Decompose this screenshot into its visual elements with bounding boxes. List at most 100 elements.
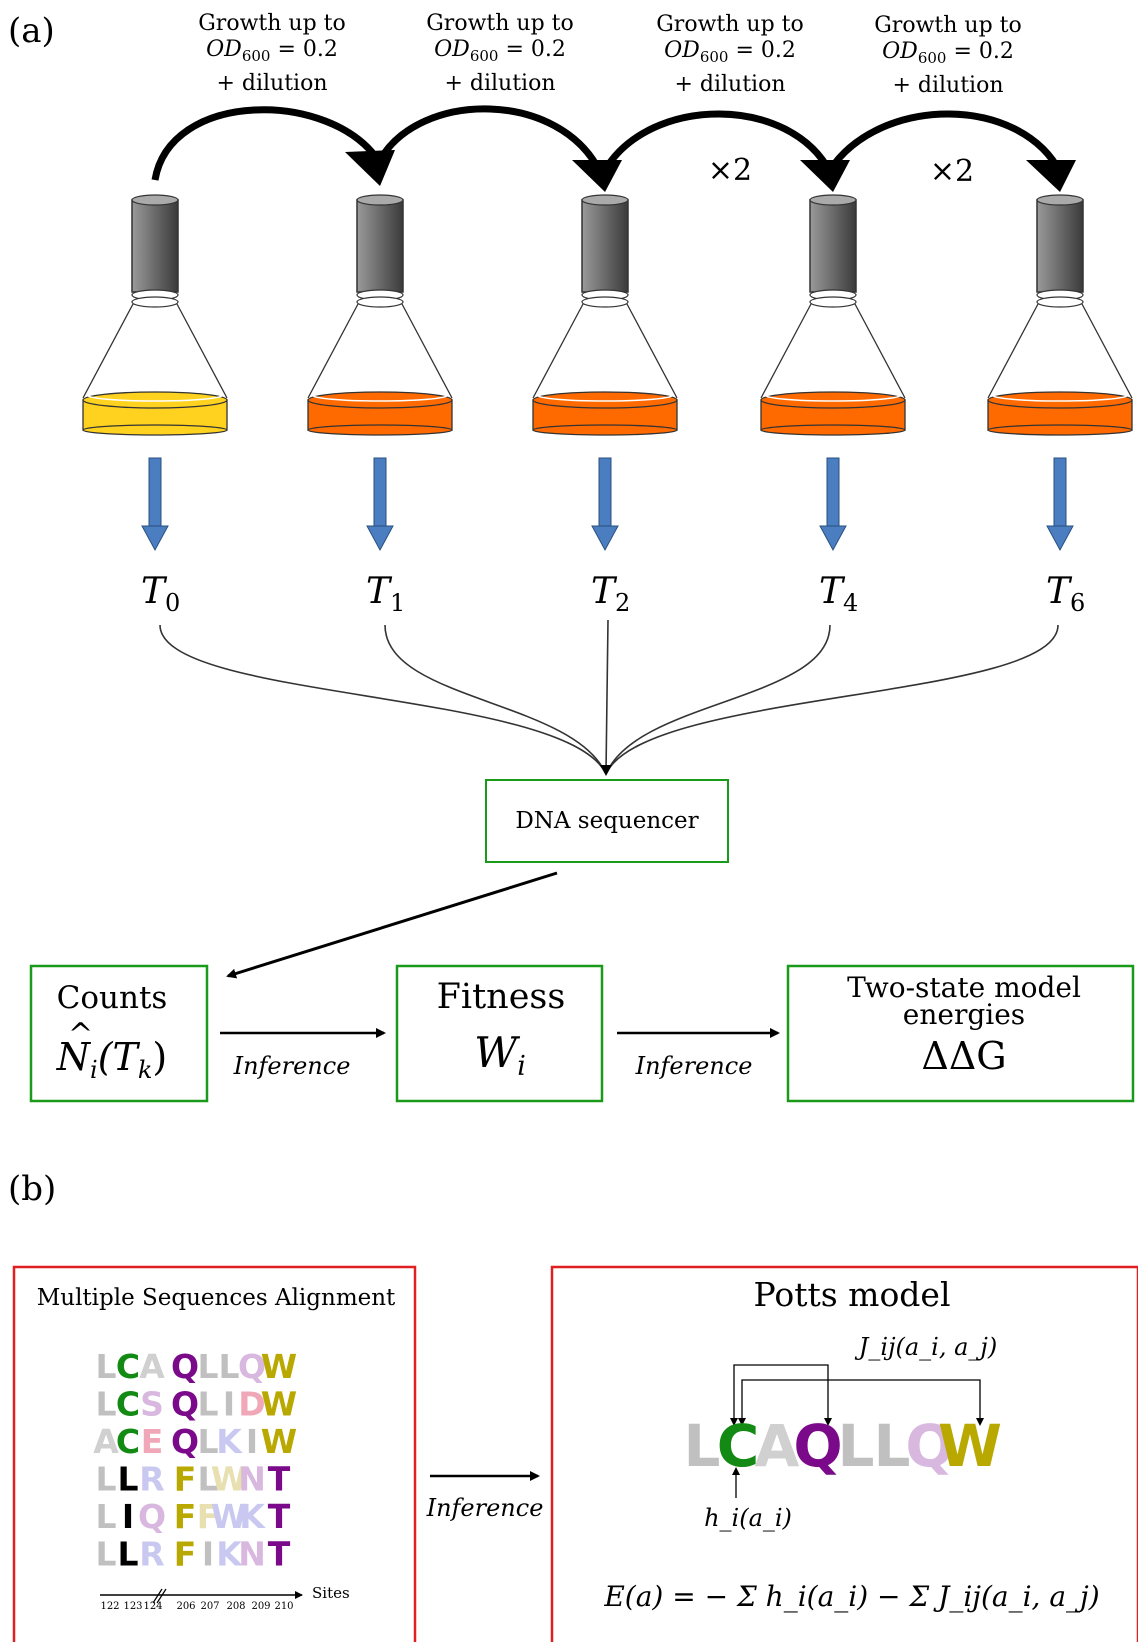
hat-icon: ^	[68, 1017, 93, 1052]
transfer-arrow-4	[827, 110, 1064, 174]
growth-step-1: Growth up to OD600 = 0.2 + dilution	[198, 11, 346, 96]
panel-a-label: (a)	[8, 11, 55, 51]
energies-formula: ΔΔG	[921, 1034, 1006, 1078]
msa-residue: L	[117, 1460, 138, 1499]
msa-residue: N	[238, 1535, 266, 1574]
msa-residue: F	[197, 1497, 220, 1536]
msa-residue: C	[116, 1385, 140, 1424]
potts-residue: W	[938, 1412, 1002, 1480]
bracket-arrowhead-icon	[738, 1418, 746, 1426]
potts-residue: L	[684, 1412, 721, 1480]
fitness-box	[395, 964, 604, 1103]
flask-icon	[760, 194, 906, 436]
converge-line-t0	[159, 624, 606, 773]
bracket-arrowhead-icon	[976, 1418, 984, 1426]
growth-step-line2: OD600 = 0.2	[664, 38, 796, 66]
site-tick: 209	[251, 1601, 270, 1612]
sampling-arrows	[141, 457, 1074, 552]
msa-title: Multiple Sequences Alignment	[37, 1285, 396, 1311]
msa-residue: W	[211, 1497, 247, 1536]
field-label: h_i(a_i)	[704, 1504, 792, 1532]
growth-step-line3: + dilution	[444, 71, 555, 96]
msa-residue: W	[261, 1422, 297, 1461]
msa-residue: L	[117, 1535, 138, 1574]
site-tick: 124	[143, 1601, 162, 1612]
flask-icon	[307, 194, 453, 436]
msa-residue: I	[122, 1497, 134, 1536]
msa-residue: W	[261, 1347, 297, 1386]
site-tick: 206	[176, 1601, 195, 1612]
msa-residue: K	[239, 1497, 266, 1536]
counts-formula: Ni(Tk)	[56, 1035, 167, 1084]
msa-residue: L	[197, 1422, 218, 1461]
growth-step-line2: OD600 = 0.2	[206, 37, 338, 65]
sites-label: Sites	[312, 1584, 350, 1602]
msa-residue: A	[93, 1422, 119, 1461]
coupling-bracket-2	[741, 1379, 981, 1420]
msa-residue: F	[174, 1460, 197, 1499]
down-arrow-icon	[366, 457, 394, 552]
inference-label-2: Inference	[635, 1052, 753, 1080]
growth-step-line2: OD600 = 0.2	[434, 37, 566, 65]
msa-residue: R	[139, 1535, 164, 1574]
converge-line-t2	[605, 619, 609, 773]
growth-step-4: Growth up to OD600 = 0.2 + dilution	[874, 13, 1022, 98]
down-arrow-icon	[1046, 457, 1074, 552]
converge-arrowhead-icon	[600, 765, 612, 776]
potts-residue: Q	[793, 1412, 842, 1480]
counts-title: Counts	[57, 980, 168, 1016]
site-tick: 208	[226, 1601, 245, 1612]
potts-box	[550, 1265, 1138, 1642]
potts-residue: L	[838, 1412, 875, 1480]
time-label: T4	[819, 571, 858, 617]
converging-lines	[159, 619, 1059, 773]
down-arrow-icon	[591, 457, 619, 552]
fitness-formula: Wi	[474, 1028, 526, 1082]
msa-residue: D	[238, 1385, 265, 1424]
inference-label-1: Inference	[233, 1052, 351, 1080]
transfer-arrow-1	[151, 106, 381, 181]
msa-residue: K	[216, 1422, 243, 1461]
msa-residue: F	[174, 1535, 197, 1574]
msa-residue: N	[238, 1460, 266, 1499]
growth-step-line1: Growth up to	[874, 13, 1022, 38]
down-arrow-icon	[819, 457, 847, 552]
flask-icon	[82, 194, 228, 436]
msa-residue: Q	[138, 1497, 166, 1536]
converge-line-t1	[384, 624, 606, 773]
energy-formula: E(a) = − Σ h_i(a_i) − Σ J_ij(a_i, a_j)	[603, 1580, 1099, 1613]
flasks	[82, 194, 1133, 436]
dna-sequencer-label: DNA sequencer	[515, 808, 698, 834]
energies-title-1: Two-state model	[847, 971, 1081, 1004]
potts-residue: A	[755, 1412, 800, 1480]
msa-residue: Q	[238, 1347, 266, 1386]
fitness-title: Fitness	[437, 977, 566, 1017]
growth-step-line3: + dilution	[674, 72, 785, 97]
growth-step-2: Growth up to OD600 = 0.2 + dilution	[426, 11, 574, 96]
msa-residue: L	[95, 1385, 116, 1424]
msa-residue: F	[174, 1497, 197, 1536]
arrowhead-icon	[1026, 160, 1076, 192]
time-label: T1	[366, 571, 405, 617]
msa-residue: K	[216, 1535, 243, 1574]
axis-break-icon	[152, 1588, 163, 1604]
msa-residue: Q	[171, 1385, 199, 1424]
msa-residue: C	[116, 1347, 140, 1386]
axis-break-icon	[156, 1588, 167, 1604]
msa-residue: L	[95, 1535, 116, 1574]
msa-residue: L	[95, 1347, 116, 1386]
sequencer-to-counts-arrow	[226, 871, 558, 979]
multiplier-2: ×2	[930, 154, 974, 189]
arrowhead-icon	[800, 160, 850, 192]
msa-residue: I	[202, 1535, 214, 1574]
flask-icon	[532, 194, 678, 436]
multiplier-1: ×2	[708, 153, 752, 188]
growth-step-line3: + dilution	[216, 71, 327, 96]
coupling-label: J_ij(a_i, a_j)	[854, 1333, 997, 1361]
msa-residue: R	[139, 1460, 164, 1499]
